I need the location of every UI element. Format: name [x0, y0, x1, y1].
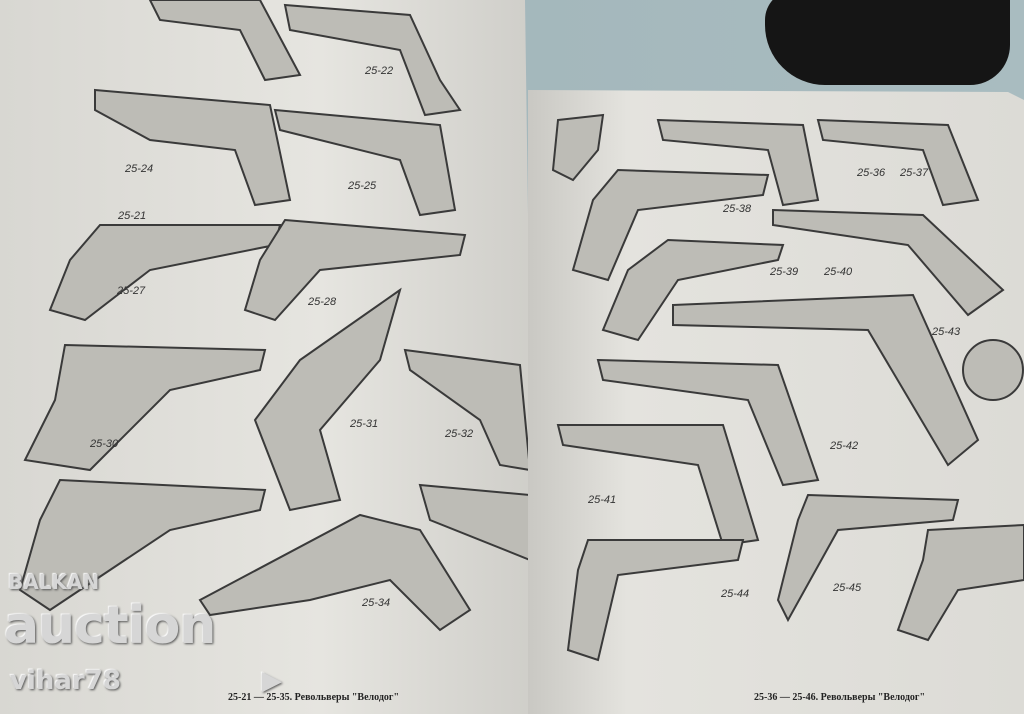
revolver-illustrations-right — [551, 113, 1024, 662]
watermark-brand-top: BALKAN — [8, 570, 100, 594]
figure-label: 25-39 — [770, 266, 799, 278]
figure-label: 25-45 — [833, 582, 862, 594]
left-caption: 25-21 — 25-35. Револьверы "Велодог" — [228, 692, 400, 703]
figure-label: 25-44 — [721, 588, 750, 600]
figure-label: 25-37 — [900, 167, 929, 179]
figure-label: 25-24 — [125, 163, 154, 175]
figure-label: 25-30 — [90, 438, 119, 450]
figure-label: 25-34 — [362, 597, 391, 609]
figure-label: 25-31 — [350, 418, 379, 430]
figure-label: 25-28 — [308, 296, 337, 308]
revolver-illustrations-left — [18, 0, 532, 632]
figure-label: 25-36 — [857, 167, 886, 179]
figure-label: 25-22 — [365, 65, 394, 77]
left-page: 25-21 25-22 25-24 25-25 25-27 25-28 25-3… — [0, 0, 535, 714]
figure-label: 25-21 — [118, 210, 147, 222]
figure-label: 25-40 — [824, 266, 853, 278]
figure-label: 25-25 — [348, 180, 377, 192]
black-case — [765, 0, 1010, 85]
figure-label: 25-42 — [830, 440, 859, 452]
figure-label: 25-43 — [932, 326, 961, 338]
figure-label: 25-41 — [588, 494, 617, 506]
figure-label: 25-38 — [723, 203, 752, 215]
right-caption: 25-36 — 25-46. Револьверы "Велодог" — [754, 692, 926, 703]
figure-label: 25-32 — [445, 428, 474, 440]
watermark-play-icon: ▶ — [262, 666, 282, 696]
figure-label: 25-27 — [117, 285, 146, 297]
right-page: 25-36 25-37 25-38 25-39 25-40 25-41 25-4… — [528, 90, 1024, 714]
watermark-brand: auction — [4, 596, 216, 656]
watermark-user: vihar78 — [10, 666, 121, 696]
